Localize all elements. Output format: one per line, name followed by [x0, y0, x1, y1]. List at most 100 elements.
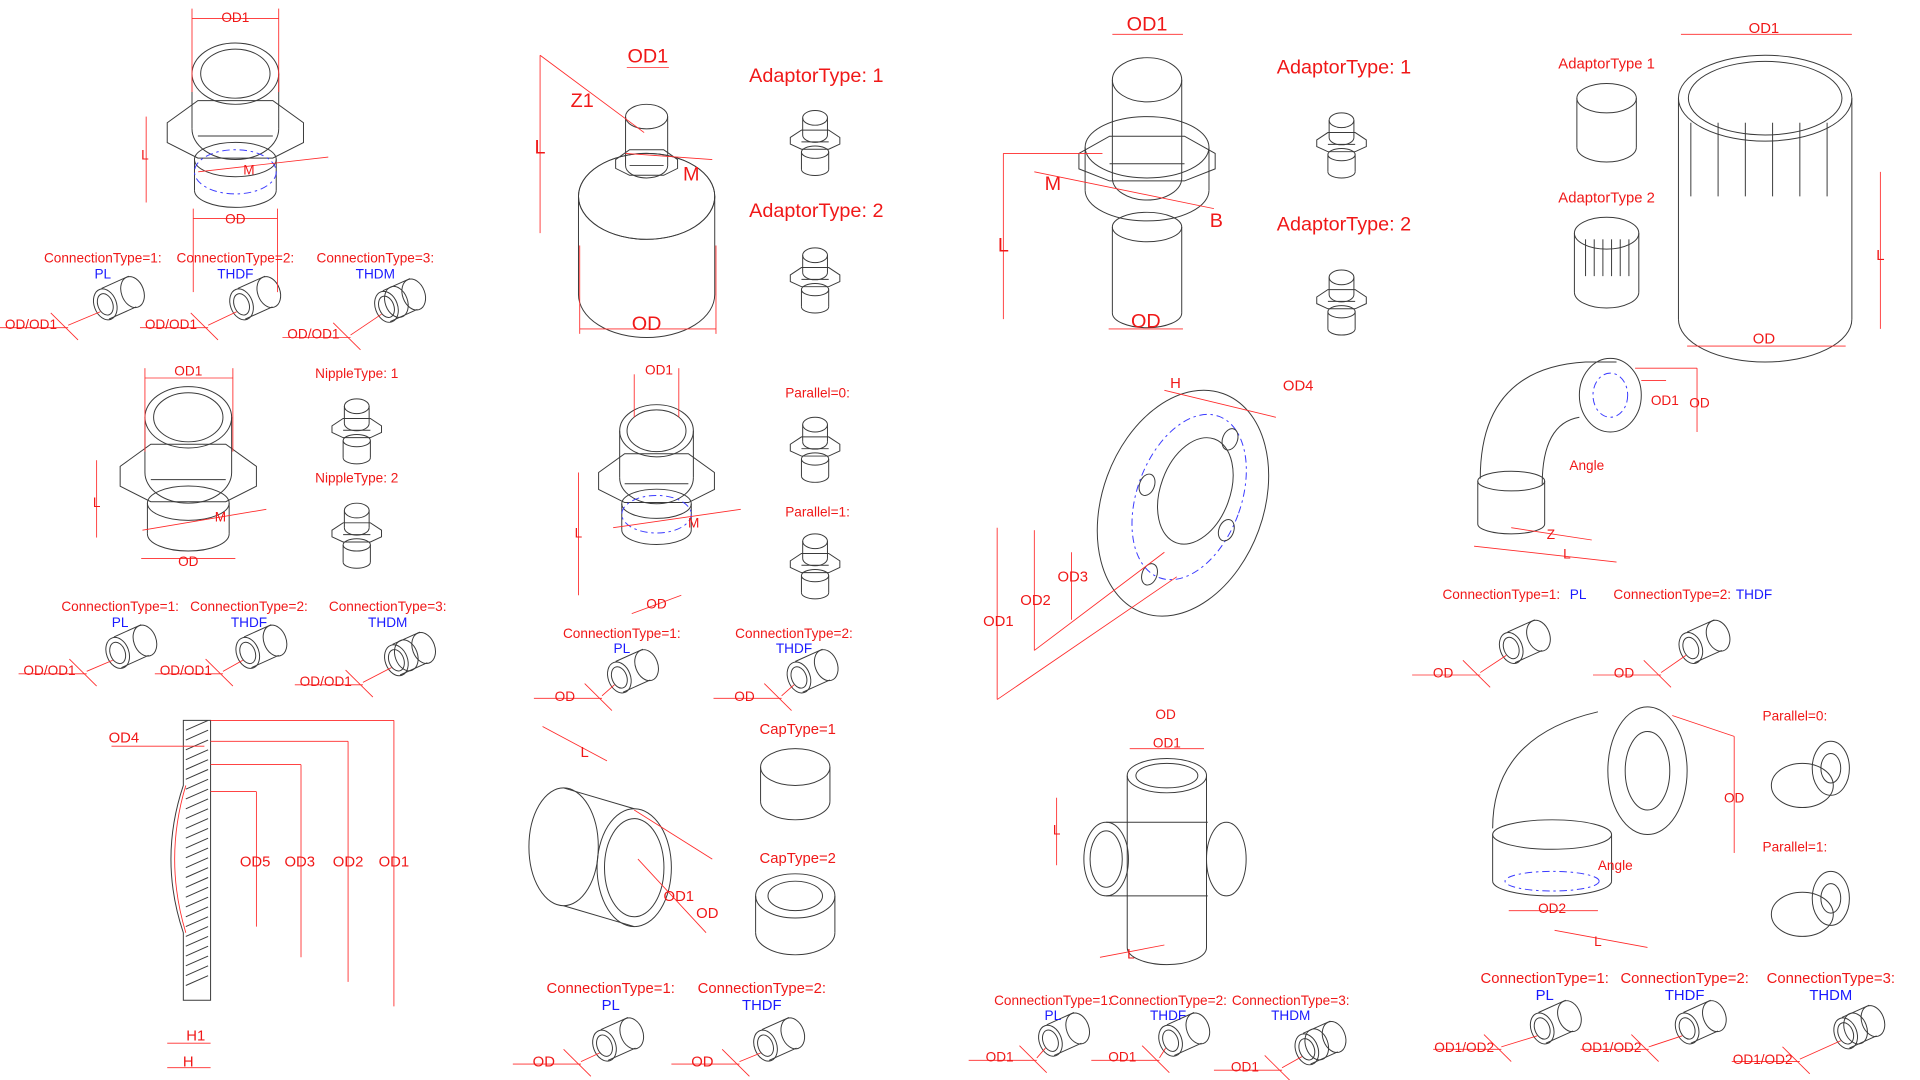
- threaded-adaptor-drawing: [577, 103, 716, 338]
- dimension-line: [1799, 1040, 1841, 1060]
- outline-ellipse: [1678, 632, 1704, 664]
- outline-line: [1683, 999, 1711, 1013]
- cross-dimension-label: L: [1127, 947, 1135, 962]
- outline-line: [615, 648, 644, 662]
- dimension-line: [633, 809, 713, 860]
- reducing-elbow-dimension-label: OD: [1724, 791, 1745, 806]
- dimension-line: [580, 1052, 600, 1062]
- outline-ellipse: [1328, 112, 1355, 129]
- hex-union-connector-connection-type-label: ConnectionType=3:: [316, 251, 434, 266]
- outline-line: [185, 906, 209, 918]
- hex-nipple-connection-code-label: THDF: [231, 615, 267, 630]
- outline-arc: [802, 558, 828, 567]
- hex-outline: [331, 418, 383, 439]
- union-adaptor-type-1-icon: [1316, 112, 1367, 179]
- cross-dimension-label: L: [1053, 823, 1061, 838]
- parallel-1-icon: [1770, 870, 1850, 937]
- union-drawing: [1078, 57, 1216, 329]
- outline-ellipse: [1624, 730, 1671, 811]
- connection-sample-tube: [1498, 619, 1551, 664]
- outline-arc: [800, 169, 830, 176]
- outline-line: [392, 631, 421, 645]
- flange-dimension-label: H: [1170, 376, 1181, 392]
- dimension-line: [739, 1052, 761, 1062]
- dimension-line: [1660, 655, 1687, 673]
- hex-outline: [166, 100, 304, 159]
- outline-ellipse: [625, 103, 669, 130]
- outline-ellipse: [603, 818, 665, 918]
- outline-ellipse: [528, 787, 599, 907]
- outline-ellipse: [92, 288, 118, 321]
- dimension-line: [350, 313, 382, 336]
- hex-outline: [789, 553, 841, 574]
- reducing-elbow-sample-dimension-label: OD1/OD2: [1582, 1040, 1642, 1055]
- outline-line: [185, 759, 209, 770]
- hex-union-connector-connection-code-label: THDM: [356, 267, 395, 282]
- dimension-line: [1631, 1034, 1659, 1062]
- cross-connection-code-label: PL: [1045, 1008, 1062, 1023]
- outline-arc: [146, 533, 230, 552]
- reducing-elbow-dimension-label: OD2: [1538, 901, 1566, 916]
- outline-arc: [1111, 177, 1183, 201]
- elbow-curve: [1492, 711, 1599, 829]
- outline-ellipse: [1578, 357, 1642, 433]
- dimension-line: [1462, 659, 1491, 688]
- hex-adaptor-parallel-sample-dimension-label: OD: [734, 689, 755, 704]
- dimension-line: [1164, 389, 1276, 418]
- reducing-elbow-connection-type-label: ConnectionType=2:: [1620, 971, 1748, 987]
- outline-ellipse: [1328, 269, 1355, 286]
- cross-connection-type-label: ConnectionType=3:: [1232, 993, 1350, 1008]
- outline-ellipse: [1502, 636, 1520, 660]
- connection-sample-tube: [592, 1016, 645, 1062]
- end-cap-connection-type-label: ConnectionType=2:: [698, 981, 826, 997]
- outline-line: [185, 808, 209, 820]
- parts-layer: [92, 42, 1886, 1066]
- union-dimension-label: L: [998, 235, 1009, 257]
- outline-ellipse: [1304, 1028, 1330, 1061]
- outline-ellipse: [1492, 819, 1613, 850]
- outline-arc: [1328, 294, 1355, 303]
- outline-line: [795, 648, 823, 662]
- reducing-elbow-dimension-label: Parallel=1:: [1763, 840, 1828, 855]
- cross-sample-dimension-label: OD1: [1231, 1059, 1259, 1074]
- outline-ellipse: [1217, 519, 1235, 542]
- outline-line: [185, 719, 209, 731]
- dimension-line: [1643, 659, 1672, 688]
- dimension-line: [539, 54, 645, 133]
- elbow-90-dimension-label: Z: [1547, 527, 1555, 542]
- outline-ellipse: [384, 644, 409, 677]
- outline-line: [185, 857, 209, 869]
- parallel-1-icon: [789, 533, 841, 600]
- connection-sample-tube: [235, 624, 288, 669]
- outline-arc: [760, 801, 831, 821]
- union-dimension-label: AdaptorType: 1: [1277, 57, 1411, 79]
- hex-nipple-connection-type-label: ConnectionType=3:: [329, 599, 447, 614]
- outline-ellipse: [1811, 870, 1850, 926]
- hex-nipple-dimension-label: OD1: [174, 364, 202, 379]
- dimension-line: [584, 683, 613, 711]
- dimension-line: [1034, 171, 1215, 210]
- threaded-adaptor-dimension-label: OD1: [627, 46, 668, 68]
- elbow-90-connection-type-label: ConnectionType=1:: [1442, 587, 1560, 602]
- connection-sample-tube: [1833, 1004, 1886, 1050]
- outline-ellipse: [233, 293, 251, 316]
- outline-arc: [800, 476, 830, 483]
- hex-adaptor-parallel-connection-code-label: PL: [614, 641, 631, 656]
- connection-sample-tube: [753, 1016, 806, 1062]
- outline-arc: [342, 561, 371, 569]
- flange-dimension-label: OD2: [1020, 593, 1051, 609]
- flange-drawing: [1096, 389, 1270, 617]
- end-cap-dimension-label: L: [581, 745, 589, 761]
- outline-line: [1694, 650, 1723, 664]
- outline-arc: [1328, 137, 1355, 146]
- outline-ellipse: [596, 1034, 613, 1057]
- outline-line: [1507, 619, 1535, 633]
- end-cap-sample-dimension-label: OD: [533, 1055, 555, 1071]
- connection-sample-tube: [105, 624, 158, 669]
- outline-ellipse: [1221, 428, 1239, 451]
- outline-ellipse: [802, 109, 828, 126]
- hex-adaptor-parallel-connection-type-label: ConnectionType=2:: [735, 626, 853, 641]
- hex-adaptor-parallel-connection-code-label: THDF: [776, 641, 812, 656]
- dimension-line: [1159, 1047, 1166, 1059]
